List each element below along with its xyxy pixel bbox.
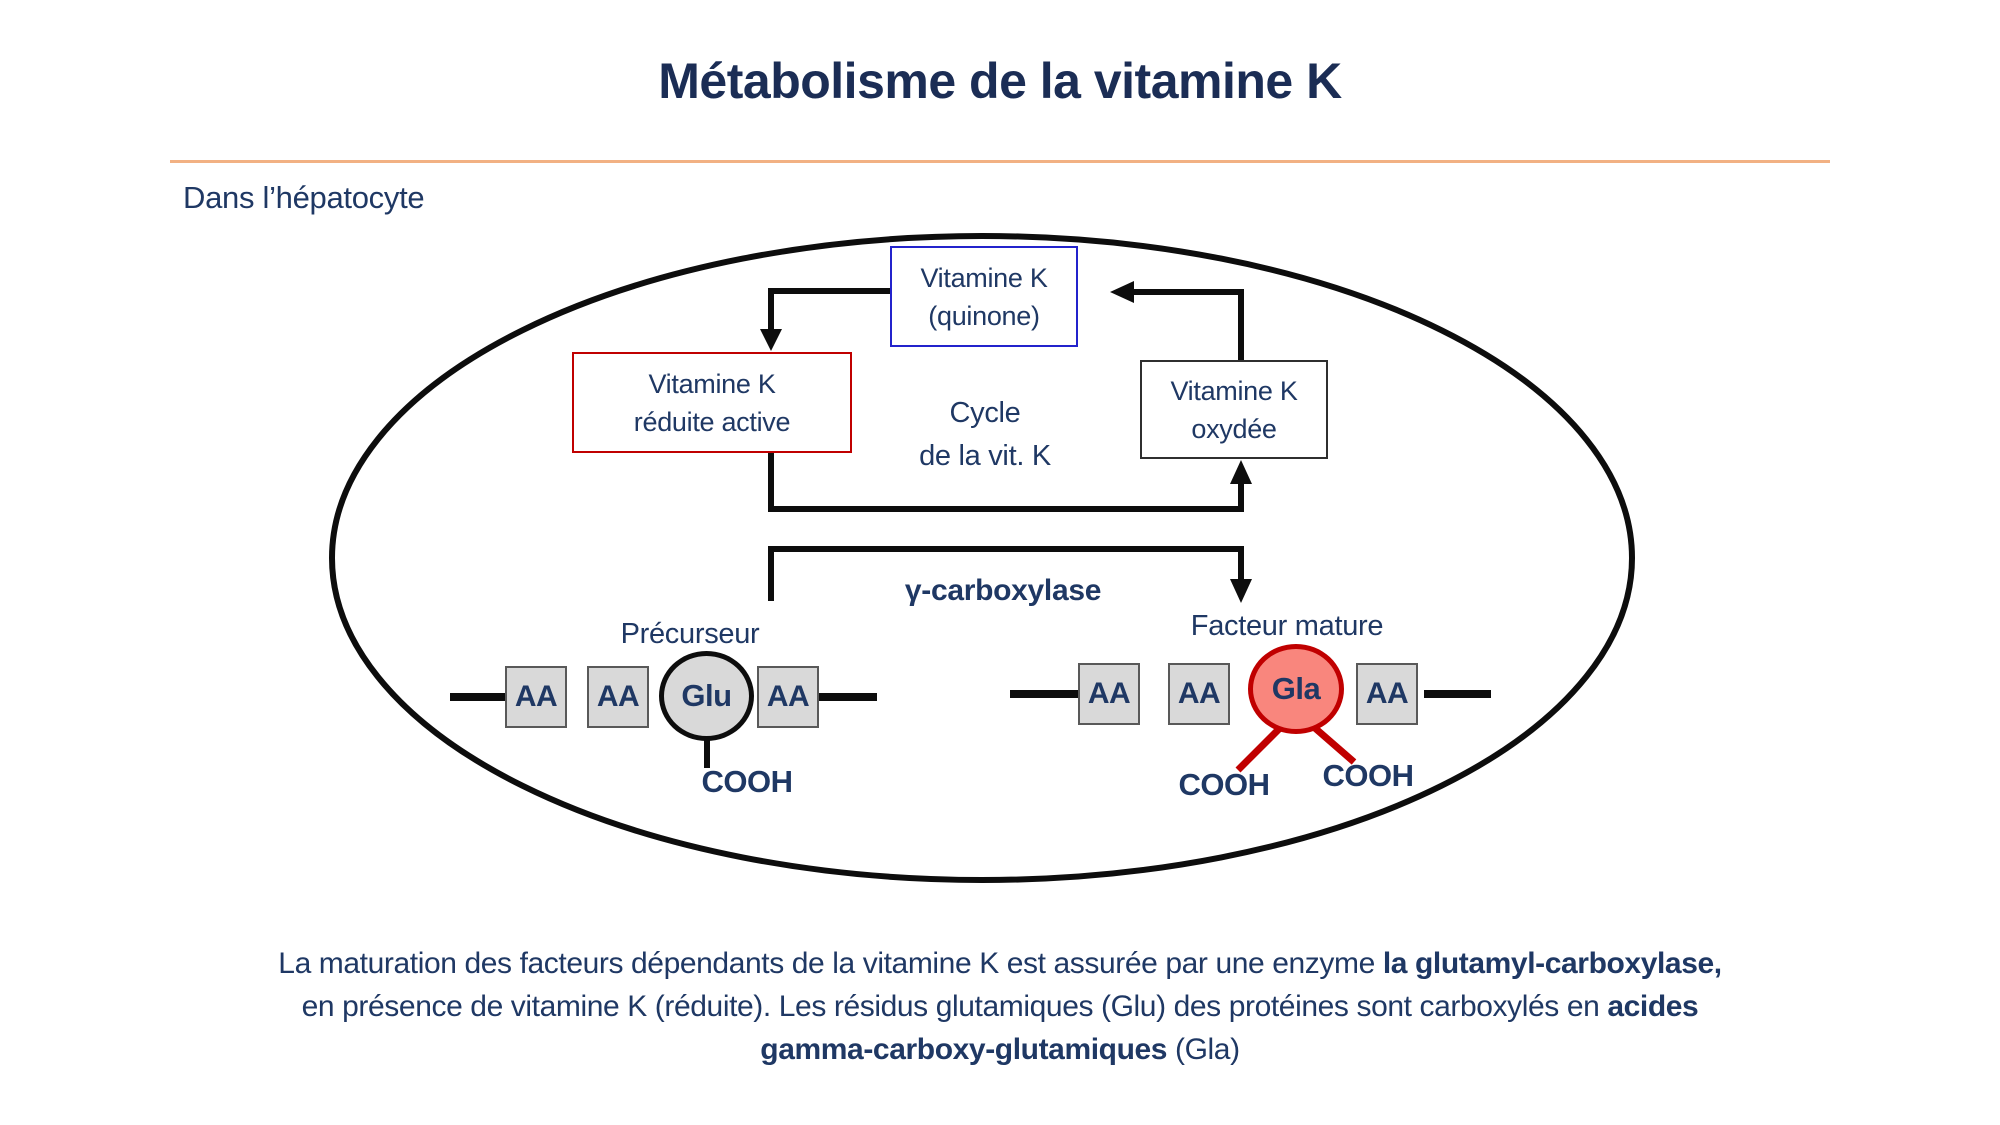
precursor-residue-glu: Glu [659, 651, 754, 741]
precursor-label: Précurseur [620, 618, 760, 650]
arrow-quinone-to-reduced [768, 288, 890, 331]
precursor-residue-aa-1: AA [505, 666, 567, 728]
caption-l1-bold: la glutamyl-carboxylase, [1382, 947, 1722, 980]
mature-residue-aa-1: AA [1078, 663, 1140, 725]
vitamine-k-quinone-box: Vitamine K (quinone) [890, 246, 1078, 347]
arrowhead-oxidized-to-quinone-icon [1110, 281, 1134, 303]
mature-cooh-right-label: COOH [1322, 758, 1415, 793]
caption-l2-bold: acides [1607, 990, 1699, 1023]
gamma-carboxylase-label: γ-carboxylase [904, 574, 1102, 607]
precursor-residue-aa-2: AA [587, 666, 649, 728]
vitamine-k-oxydee-box: Vitamine K oxydée [1140, 360, 1328, 459]
reduced-box-line2: réduite active [633, 406, 791, 437]
caption-paragraph: La maturation des facteurs dépendants de… [40, 942, 1960, 1071]
mature-residue-aa-2: AA [1168, 663, 1230, 725]
caption-line-2: en présence de vitamine K (réduite). Les… [40, 985, 1960, 1028]
mature-residue-gla: Gla [1248, 644, 1344, 734]
arrow-carboxylase-precursor-to-mature [768, 546, 1244, 601]
arrowhead-reduced-to-oxidized-icon [1230, 460, 1252, 484]
oxidized-box-line1: Vitamine K [1170, 375, 1298, 406]
caption-l3-normal: (Gla) [1167, 1033, 1240, 1066]
caption-l1-normal: La maturation des facteurs dépendants de… [278, 947, 1383, 980]
caption-line-1: La maturation des facteurs dépendants de… [40, 942, 1960, 985]
gla-cooh-bond-left [1235, 721, 1287, 773]
hepatocyte-context-label: Dans l’hépatocyte [183, 180, 425, 215]
reduced-box-line1: Vitamine K [648, 368, 776, 399]
page-title: Métabolisme de la vitamine K [658, 53, 1342, 109]
arrowhead-quinone-to-reduced-icon [760, 329, 782, 351]
vitamine-k-reduite-box: Vitamine K réduite active [572, 352, 852, 453]
quinone-box-line1: Vitamine K [920, 262, 1048, 293]
arrow-reduced-to-oxidized [768, 453, 1244, 512]
caption-line-3: gamma-carboxy-glutamiques (Gla) [40, 1028, 1960, 1071]
quinone-box-line2: (quinone) [928, 300, 1040, 331]
precursor-residue-aa-3: AA [757, 666, 819, 728]
oxidized-box-line2: oxydée [1191, 413, 1277, 444]
caption-l2-normal: en présence de vitamine K (réduite). Les… [301, 990, 1608, 1023]
cycle-label-line2: de la vit. K [919, 440, 1051, 472]
arrowhead-carboxylase-icon [1230, 579, 1252, 603]
mature-residue-aa-3: AA [1356, 663, 1418, 725]
precursor-cooh-label: COOH [701, 764, 794, 799]
mature-factor-label: Facteur mature [1190, 610, 1384, 642]
cycle-label-line1: Cycle [949, 397, 1021, 429]
arrow-oxidized-to-quinone [1134, 289, 1244, 360]
mature-cooh-left-label: COOH [1178, 767, 1271, 802]
cycle-label: Cycle de la vit. K [875, 392, 1095, 478]
caption-l3-bold: gamma-carboxy-glutamiques [760, 1033, 1168, 1066]
title-underline-rule [170, 160, 1830, 163]
